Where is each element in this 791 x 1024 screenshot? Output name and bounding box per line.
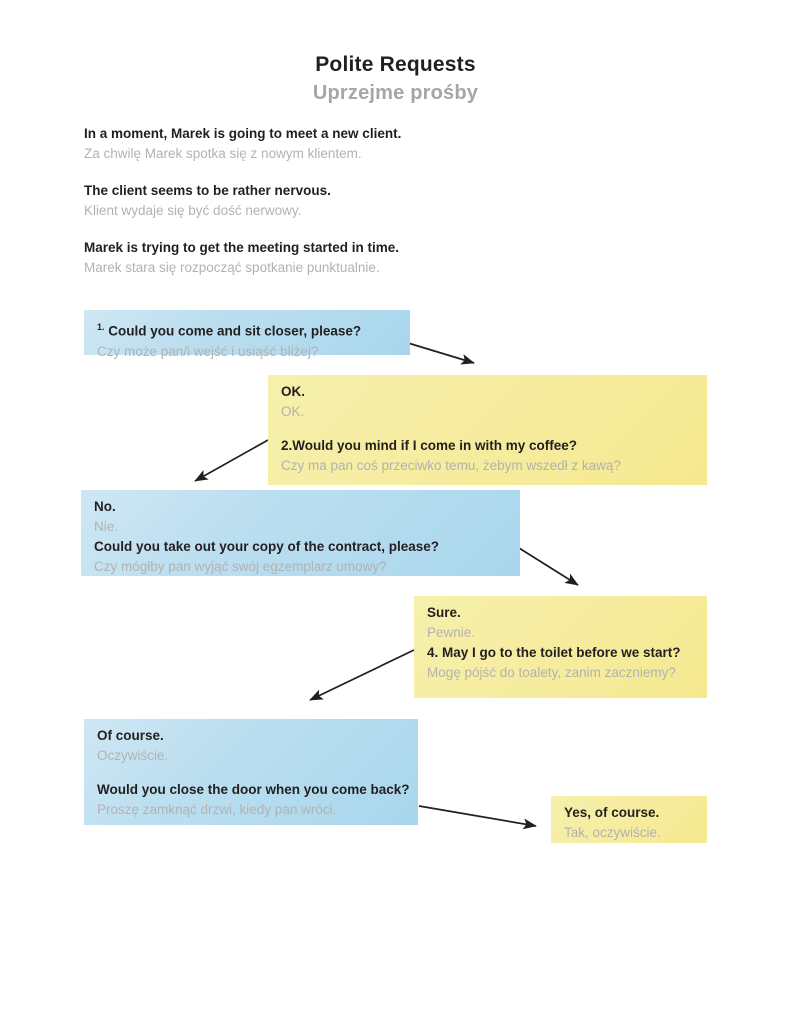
- dialogue-bubble-6[interactable]: Yes, of course. Tak, oczywiście.: [551, 796, 707, 843]
- dialogue-bubble-2[interactable]: OK. OK. 2.Would you mind if I come in wi…: [268, 375, 707, 485]
- bubble-5-request-english: Would you close the door when you come b…: [97, 782, 410, 797]
- intro-paragraph: The client seems to be rather nervous. K…: [84, 181, 644, 221]
- bubble-5-request-polish: Proszę zamknąć drzwi, kiedy pan wróci.: [97, 802, 337, 817]
- bubble-5-spacer: [97, 766, 406, 780]
- arrow-3-to-4: [518, 547, 579, 586]
- page-title: Polite Requests Uprzejme prośby: [0, 52, 791, 106]
- bubble-3-reply-polish: Nie.: [94, 519, 119, 534]
- intro-line-english: Marek is trying to get the meeting start…: [84, 240, 400, 255]
- arrow-5-to-6: [418, 805, 537, 830]
- intro-section: In a moment, Marek is going to meet a ne…: [84, 124, 644, 278]
- title-polish: Uprzejme prośby: [312, 82, 479, 104]
- arrow-2-to-3: [194, 439, 269, 482]
- bubble-2-reply-polish: OK.: [281, 404, 305, 419]
- bubble-4-request-polish: Mogę pójść do toalety, zanim zaczniemy?: [427, 665, 676, 680]
- bubble-6-reply-english: Yes, of course.: [564, 805, 660, 820]
- arrow-4-to-5: [309, 649, 415, 701]
- bubble-4-reply-polish: Pewnie.: [427, 625, 476, 640]
- bubble-3-reply-english: No.: [94, 499, 116, 514]
- bubble-3-request-english: Could you take out your copy of the cont…: [94, 539, 440, 554]
- dialogue-bubble-3[interactable]: No. Nie. Could you take out your copy of…: [81, 490, 520, 576]
- bubble-4-reply-english: Sure.: [427, 605, 461, 620]
- intro-line-english: In a moment, Marek is going to meet a ne…: [84, 126, 402, 141]
- bubble-2-reply-english: OK.: [281, 384, 306, 399]
- bubble-5-reply-english: Of course.: [97, 728, 164, 743]
- bubble-2-spacer: [281, 422, 695, 436]
- dialogue-bubble-5[interactable]: Of course. Oczywiście. Would you close t…: [84, 719, 418, 825]
- dialogue-bubble-4[interactable]: Sure. Pewnie. 4. May I go to the toilet …: [414, 596, 707, 698]
- intro-paragraph: Marek is trying to get the meeting start…: [84, 238, 644, 278]
- intro-line-polish: Marek stara się rozpocząć spotkanie punk…: [84, 260, 380, 275]
- arrow-1-to-2: [407, 342, 475, 365]
- title-english: Polite Requests: [315, 53, 476, 76]
- intro-line-polish: Klient wydaje się być dość nerwowy.: [84, 203, 302, 218]
- intro-line-english: The client seems to be rather nervous.: [84, 183, 331, 198]
- bubble-6-reply-polish: Tak, oczywiście.: [564, 825, 661, 840]
- bubble-1-request-text: Could you come and sit closer, please?: [108, 323, 362, 339]
- bubble-1-request-polish: Czy może pan/i wejść i usiąść bliżej?: [97, 343, 319, 359]
- intro-paragraph: In a moment, Marek is going to meet a ne…: [84, 124, 644, 164]
- bubble-5-reply-polish: Oczywiście.: [97, 748, 169, 763]
- bubble-4-request-english: 4. May I go to the toilet before we star…: [427, 645, 681, 660]
- dialogue-bubble-1[interactable]: 1. Could you come and sit closer, please…: [84, 310, 410, 359]
- bubble-2-request-english: 2.Would you mind if I come in with my co…: [281, 438, 578, 453]
- bubble-1-request-english: 1. Could you come and sit closer, please…: [97, 317, 398, 342]
- intro-line-polish: Za chwilę Marek spotka się z nowym klien…: [84, 146, 362, 161]
- bubble-3-request-polish: Czy mógłby pan wyjąć swój egzemplarz umo…: [94, 559, 387, 574]
- bubble-2-request-polish: Czy ma pan coś przeciwko temu, żebym wsz…: [281, 458, 621, 473]
- bubble-1-number: 1.: [97, 322, 105, 332]
